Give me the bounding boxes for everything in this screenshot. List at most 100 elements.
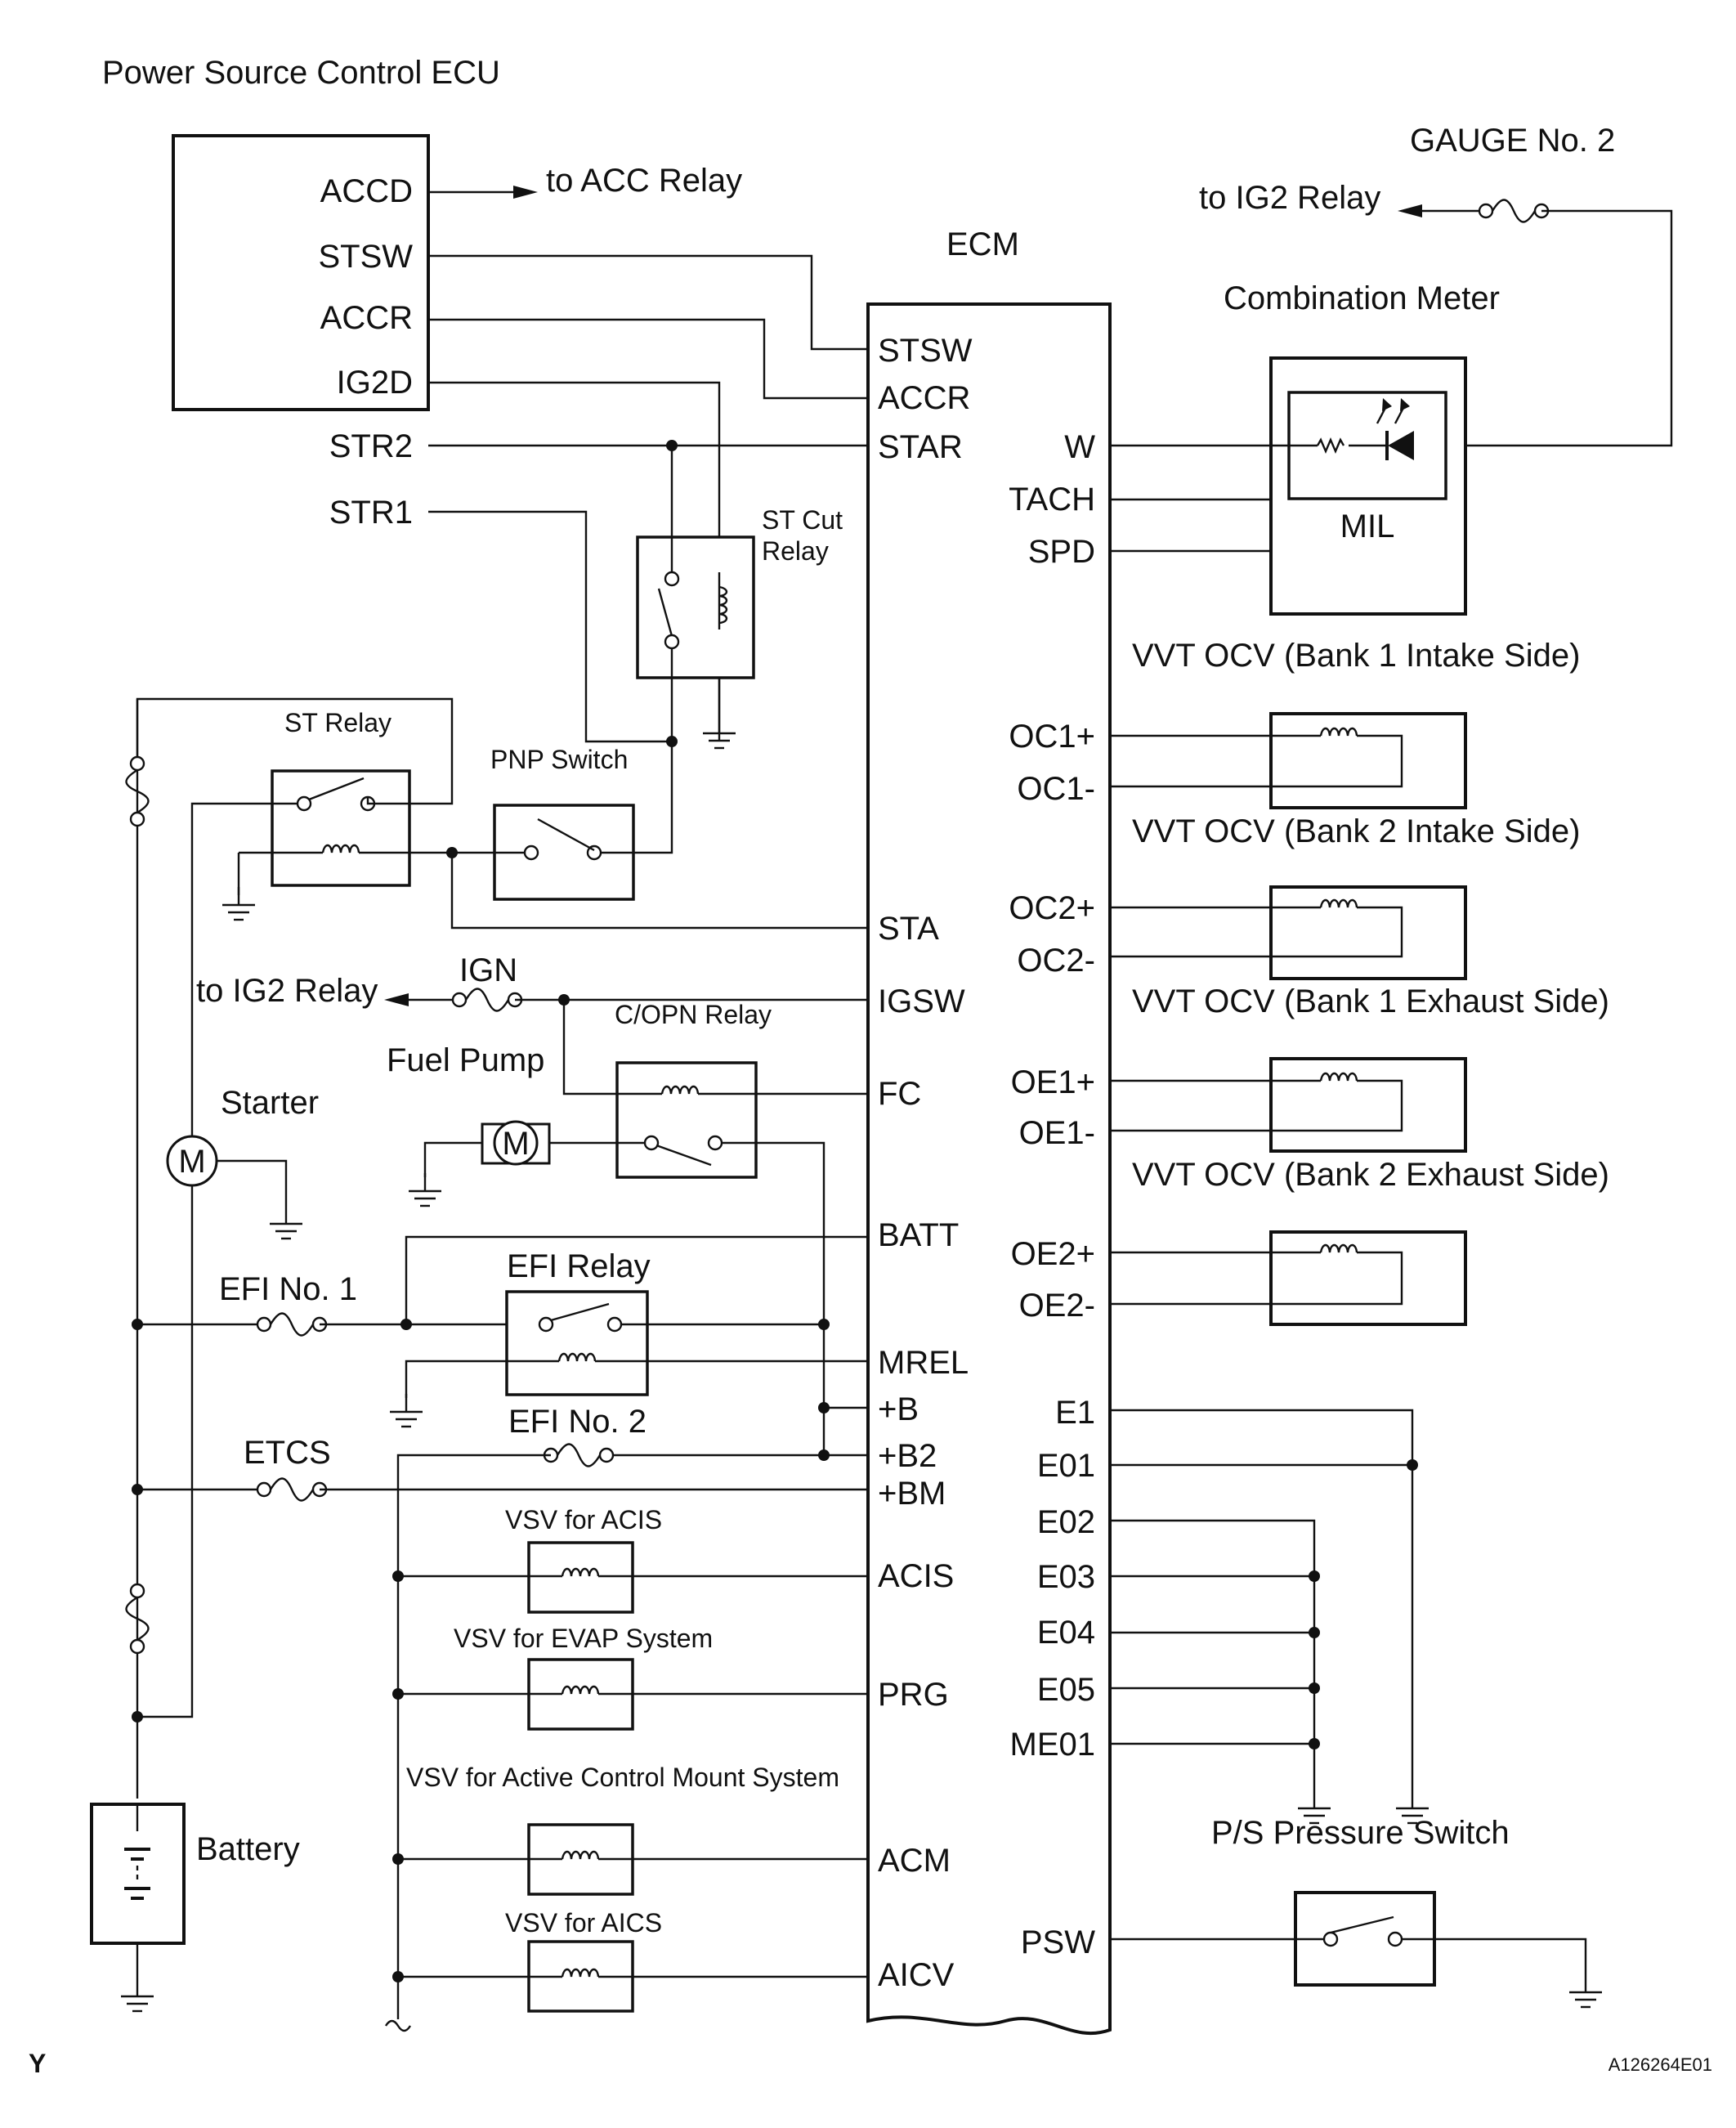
psc-pin-stsw: STSW xyxy=(318,239,413,275)
arrow-to-acc-relay xyxy=(513,186,538,199)
psc-pin-accd: ACCD xyxy=(320,173,413,209)
wire-e02 xyxy=(1110,1519,1316,1790)
ground-icon xyxy=(1568,1973,1604,2009)
ecm-pin-b2: +B2 xyxy=(878,1438,937,1474)
ecm-pin-e03: E03 xyxy=(1037,1559,1095,1595)
wire-stsw xyxy=(428,254,868,351)
to-ig2-relay-top-label: to IG2 Relay xyxy=(1199,180,1380,216)
ecm-title: ECM xyxy=(946,226,1019,262)
fuel-pump-motor-icon xyxy=(493,1120,539,1166)
ign-fuse-icon xyxy=(451,988,523,1012)
st-cut-relay-label-2: Relay xyxy=(762,536,829,566)
ecm-pin-e1: E1 xyxy=(1055,1395,1095,1431)
ecm-pin-igsw: IGSW xyxy=(878,983,965,1019)
vvt-b2-intake-label: VVT OCV (Bank 2 Intake Side) xyxy=(1132,813,1580,849)
st-cut-contact-bottom xyxy=(664,634,680,650)
arrow-to-ig2-relay-top xyxy=(1398,204,1422,217)
ecm-pin-acm: ACM xyxy=(878,1843,951,1879)
efi-no1-fuse-label: EFI No. 1 xyxy=(219,1271,357,1307)
vvt-b1-exhaust-box xyxy=(1269,1057,1467,1153)
wire-accr xyxy=(428,318,868,400)
ground-icon xyxy=(701,714,737,750)
etcs-fuse-label: ETCS xyxy=(244,1435,331,1471)
ecm-pin-aicv: AICV xyxy=(878,1957,955,1993)
ecm-pin-mrel: MREL xyxy=(878,1345,969,1381)
corner-code: Y xyxy=(29,2049,46,2078)
etcs-fuse-icon xyxy=(256,1477,328,1502)
ecm-pin-me01: ME01 xyxy=(1010,1727,1096,1763)
copn-relay-label: C/OPN Relay xyxy=(615,1000,772,1029)
vvt-b2-exhaust-label: VVT OCV (Bank 2 Exhaust Side) xyxy=(1132,1157,1609,1193)
wire-oe2m xyxy=(1110,1251,1403,1306)
ecm-pin-oe2m: OE2- xyxy=(1019,1288,1095,1324)
ecm-pin-bm: +BM xyxy=(878,1476,946,1512)
vsv-acis-box xyxy=(527,1541,634,1614)
efi-relay-switch-blade xyxy=(550,1302,610,1322)
st-cut-relay-label-1: ST Cut xyxy=(762,505,843,535)
ecm-pin-w: W xyxy=(1064,429,1095,465)
ecm-pin-oc1p: OC1+ xyxy=(1009,719,1095,755)
ecm-box xyxy=(866,302,1112,2036)
ground-icon xyxy=(119,1977,155,2013)
st-cut-switch-blade xyxy=(657,588,673,637)
wire-oc1m xyxy=(1110,734,1403,788)
to-ig2-relay-left-label: to IG2 Relay xyxy=(196,973,378,1009)
vvt-b1-intake-label: VVT OCV (Bank 1 Intake Side) xyxy=(1132,638,1580,674)
ecm-pin-prg: PRG xyxy=(878,1677,949,1713)
ecm-pin-oc1m: OC1- xyxy=(1017,771,1095,807)
wire-vsv-bus xyxy=(396,1454,551,2019)
ecm-pin-batt: BATT xyxy=(878,1217,959,1253)
ecm-pin-tach: TACH xyxy=(1009,482,1095,517)
fusible-link-icon xyxy=(125,1583,150,1655)
mil-led-icon xyxy=(1388,431,1414,460)
ecm-pin-oe1m: OE1- xyxy=(1019,1115,1095,1151)
efi-relay-box xyxy=(505,1290,649,1396)
fuel-pump-label: Fuel Pump xyxy=(387,1042,544,1078)
efi-no2-fuse-label: EFI No. 2 xyxy=(508,1404,647,1440)
figure-id: A126264E01 xyxy=(1608,2054,1712,2075)
wire-oe1m xyxy=(1110,1079,1403,1132)
arrow-to-ig2-relay-left xyxy=(384,993,409,1006)
ecm-pin-oe1p: OE1+ xyxy=(1011,1064,1095,1100)
ecm-pin-e02: E02 xyxy=(1037,1504,1095,1540)
ecm-pin-acis: ACIS xyxy=(878,1558,954,1594)
to-acc-relay-label: to ACC Relay xyxy=(546,163,742,199)
st-relay-switch-blade xyxy=(308,777,365,801)
st-cut-contact-top xyxy=(664,571,680,587)
ecm-pin-oc2m: OC2- xyxy=(1017,943,1095,979)
battery-label: Battery xyxy=(196,1831,300,1867)
wire-pnp-right xyxy=(601,741,673,854)
mil-resistor-icon xyxy=(1316,437,1345,455)
wire-oc2m xyxy=(1110,906,1403,958)
pnp-switch-blade xyxy=(537,818,595,852)
st-relay-box xyxy=(271,769,411,887)
ground-icon xyxy=(221,885,257,921)
copn-relay-switch-blade xyxy=(655,1144,712,1167)
ecm-pin-spd: SPD xyxy=(1028,534,1095,570)
vsv-acm-label: VSV for Active Control Mount System xyxy=(406,1763,839,1792)
starter-motor-symbol: M xyxy=(178,1144,205,1180)
ground-icon xyxy=(268,1204,304,1240)
psc-pin-str2: STR2 xyxy=(329,428,413,464)
ecm-pin-star: STAR xyxy=(878,429,963,465)
vvt-b1-exhaust-label: VVT OCV (Bank 1 Exhaust Side) xyxy=(1132,983,1609,1019)
efi-no2-fuse-icon xyxy=(543,1443,615,1467)
psc-pin-str1: STR1 xyxy=(329,495,413,531)
ecm-pin-e01: E01 xyxy=(1037,1448,1095,1484)
ecm-pin-fc: FC xyxy=(878,1076,921,1112)
wire-sta xyxy=(450,853,868,930)
pnp-switch-label: PNP Switch xyxy=(490,745,628,774)
vsv-acis-label: VSV for ACIS xyxy=(505,1505,662,1534)
vvt-b2-exhaust-box xyxy=(1269,1230,1467,1326)
copn-relay-box xyxy=(615,1061,758,1179)
efi-relay-label: EFI Relay xyxy=(507,1248,651,1284)
ecm-pin-e04: E04 xyxy=(1037,1615,1095,1651)
ecm-pin-b: +B xyxy=(878,1391,919,1427)
fuel-pump-motor-symbol: M xyxy=(502,1126,529,1162)
psc-ecu-title: Power Source Control ECU xyxy=(102,55,500,91)
gauge-no2-label: GAUGE No. 2 xyxy=(1410,123,1615,159)
mil-label: MIL xyxy=(1340,508,1395,544)
st-cut-relay-box xyxy=(636,535,755,679)
efi-no1-fuse-icon xyxy=(256,1312,328,1337)
ecm-pin-oc2p: OC2+ xyxy=(1009,890,1095,926)
